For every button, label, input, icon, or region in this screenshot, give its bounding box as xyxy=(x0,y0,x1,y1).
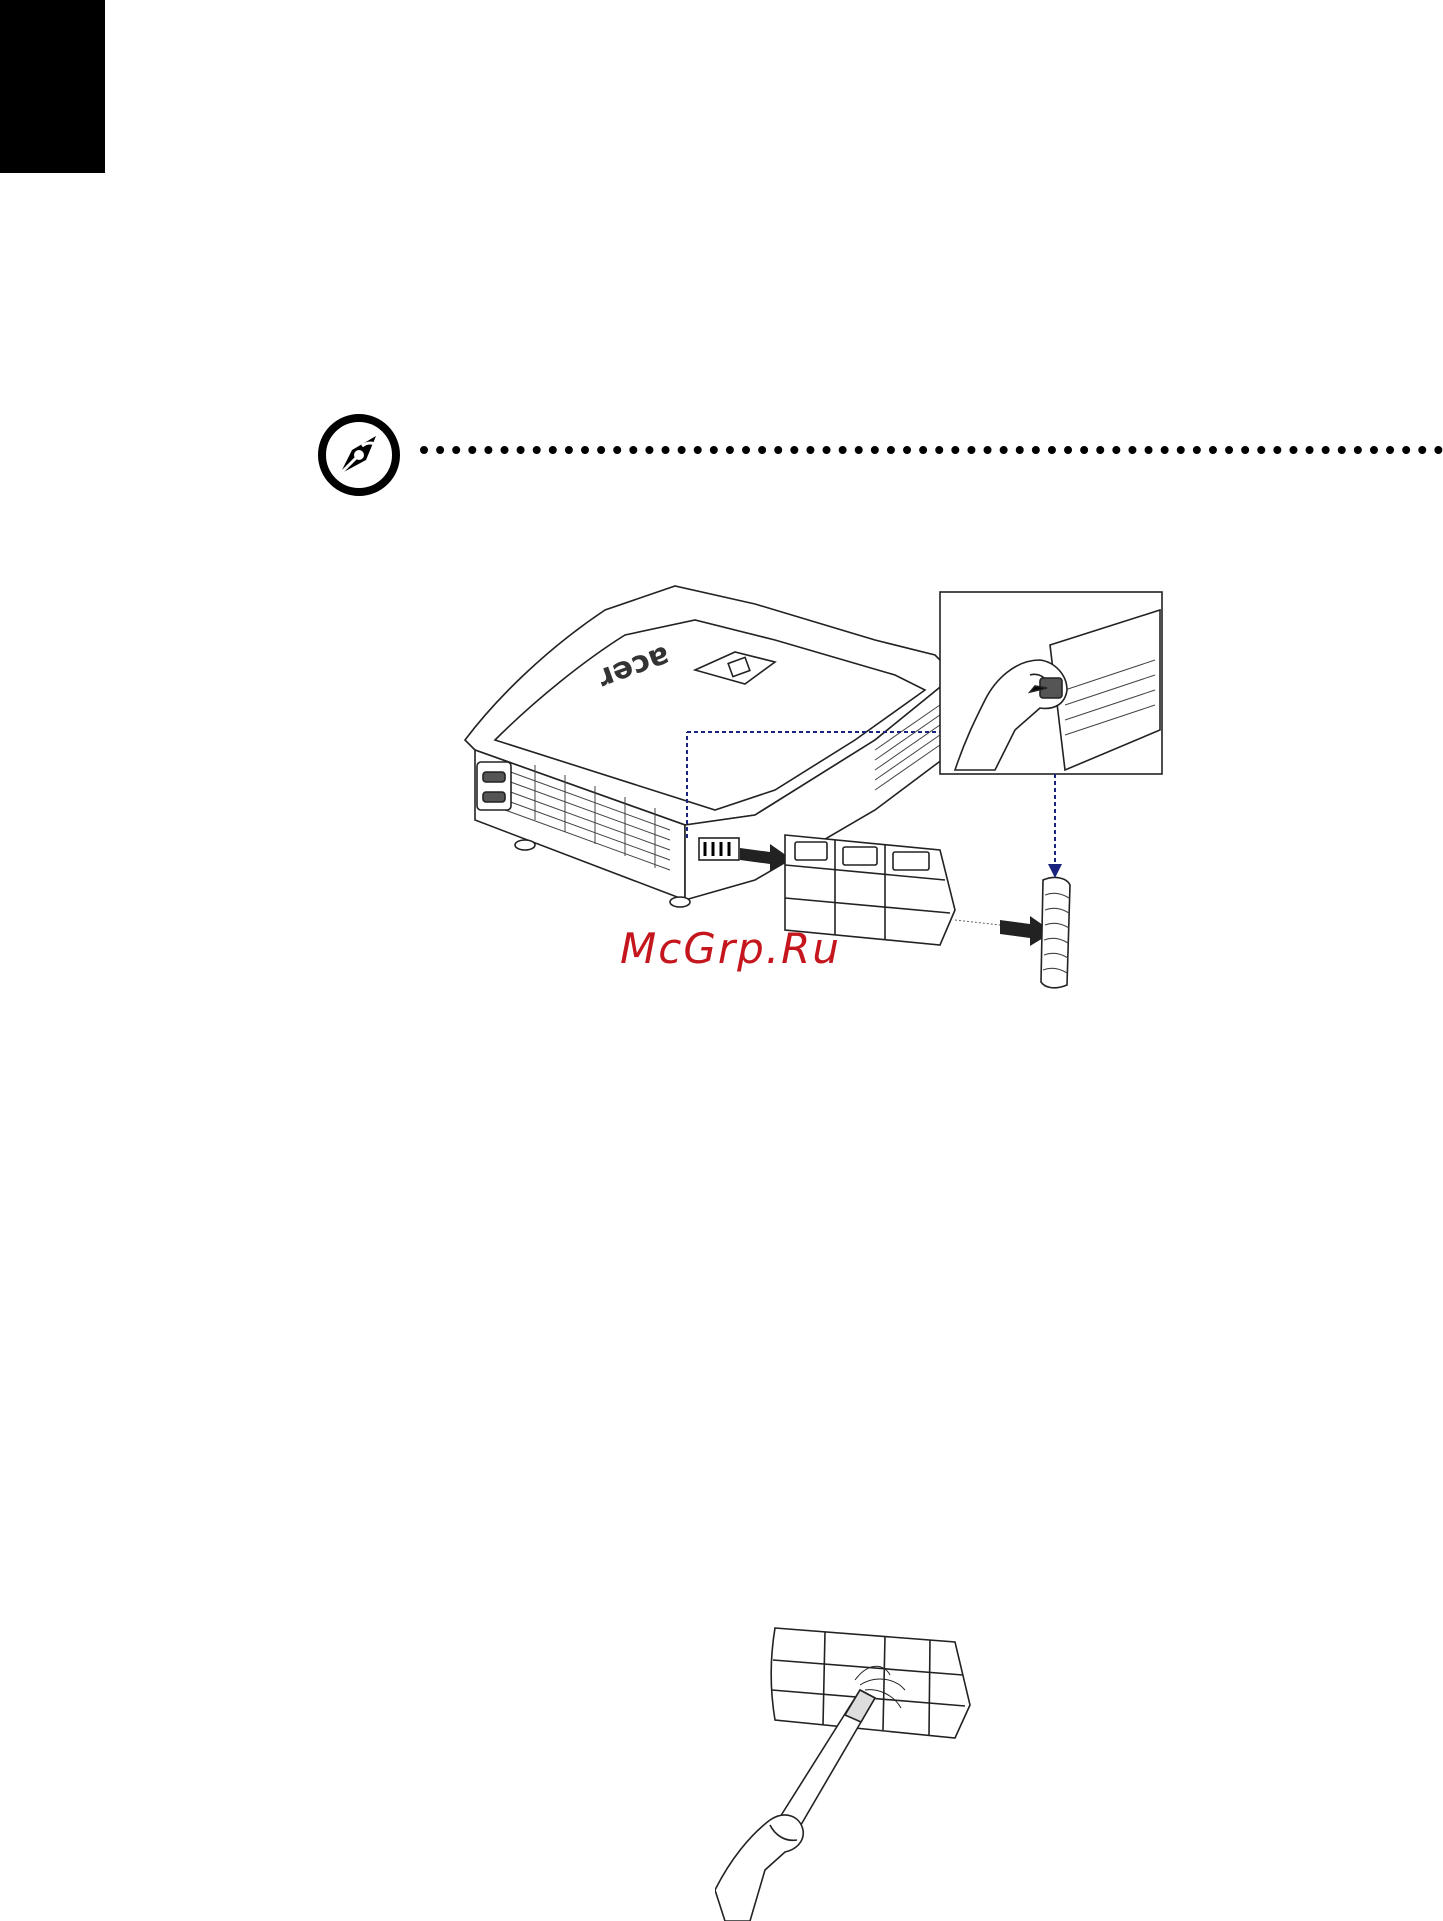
filter-cleaning-illustration xyxy=(715,1620,995,1921)
note-divider xyxy=(420,446,1443,454)
hand-illustration xyxy=(715,1815,803,1921)
note-pen-icon xyxy=(318,414,400,496)
guide-arrow-down-icon xyxy=(1048,864,1062,878)
inset-panel xyxy=(940,592,1162,774)
watermark-text: McGrp.Ru xyxy=(620,928,841,970)
filter-sleeve-illustration xyxy=(1041,878,1070,988)
cleaning-filter-illustration xyxy=(771,1628,970,1738)
language-tab xyxy=(0,0,105,173)
